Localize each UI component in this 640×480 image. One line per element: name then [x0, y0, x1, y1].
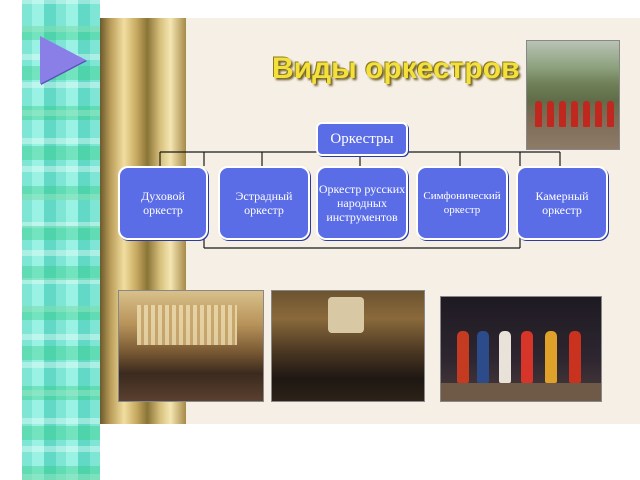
- orchestra-stage-photo: [271, 290, 425, 402]
- play-triangle-icon[interactable]: [40, 36, 86, 84]
- folk-orchestra-photo: [526, 40, 620, 150]
- node-root: Оркестры: [316, 122, 408, 156]
- node-child-2: Эстрадный оркестр: [218, 166, 310, 240]
- slide-title: Виды оркестров: [272, 52, 520, 85]
- node-child-4: Симфонический оркестр: [416, 166, 508, 240]
- folk-dancers-photo: [440, 296, 602, 402]
- node-child-5: Камерный оркестр: [516, 166, 608, 240]
- node-child-3: Оркестр русских народных инструментов: [316, 166, 408, 240]
- node-child-1: Духовой оркестр: [118, 166, 208, 240]
- concert-hall-photo: [118, 290, 264, 402]
